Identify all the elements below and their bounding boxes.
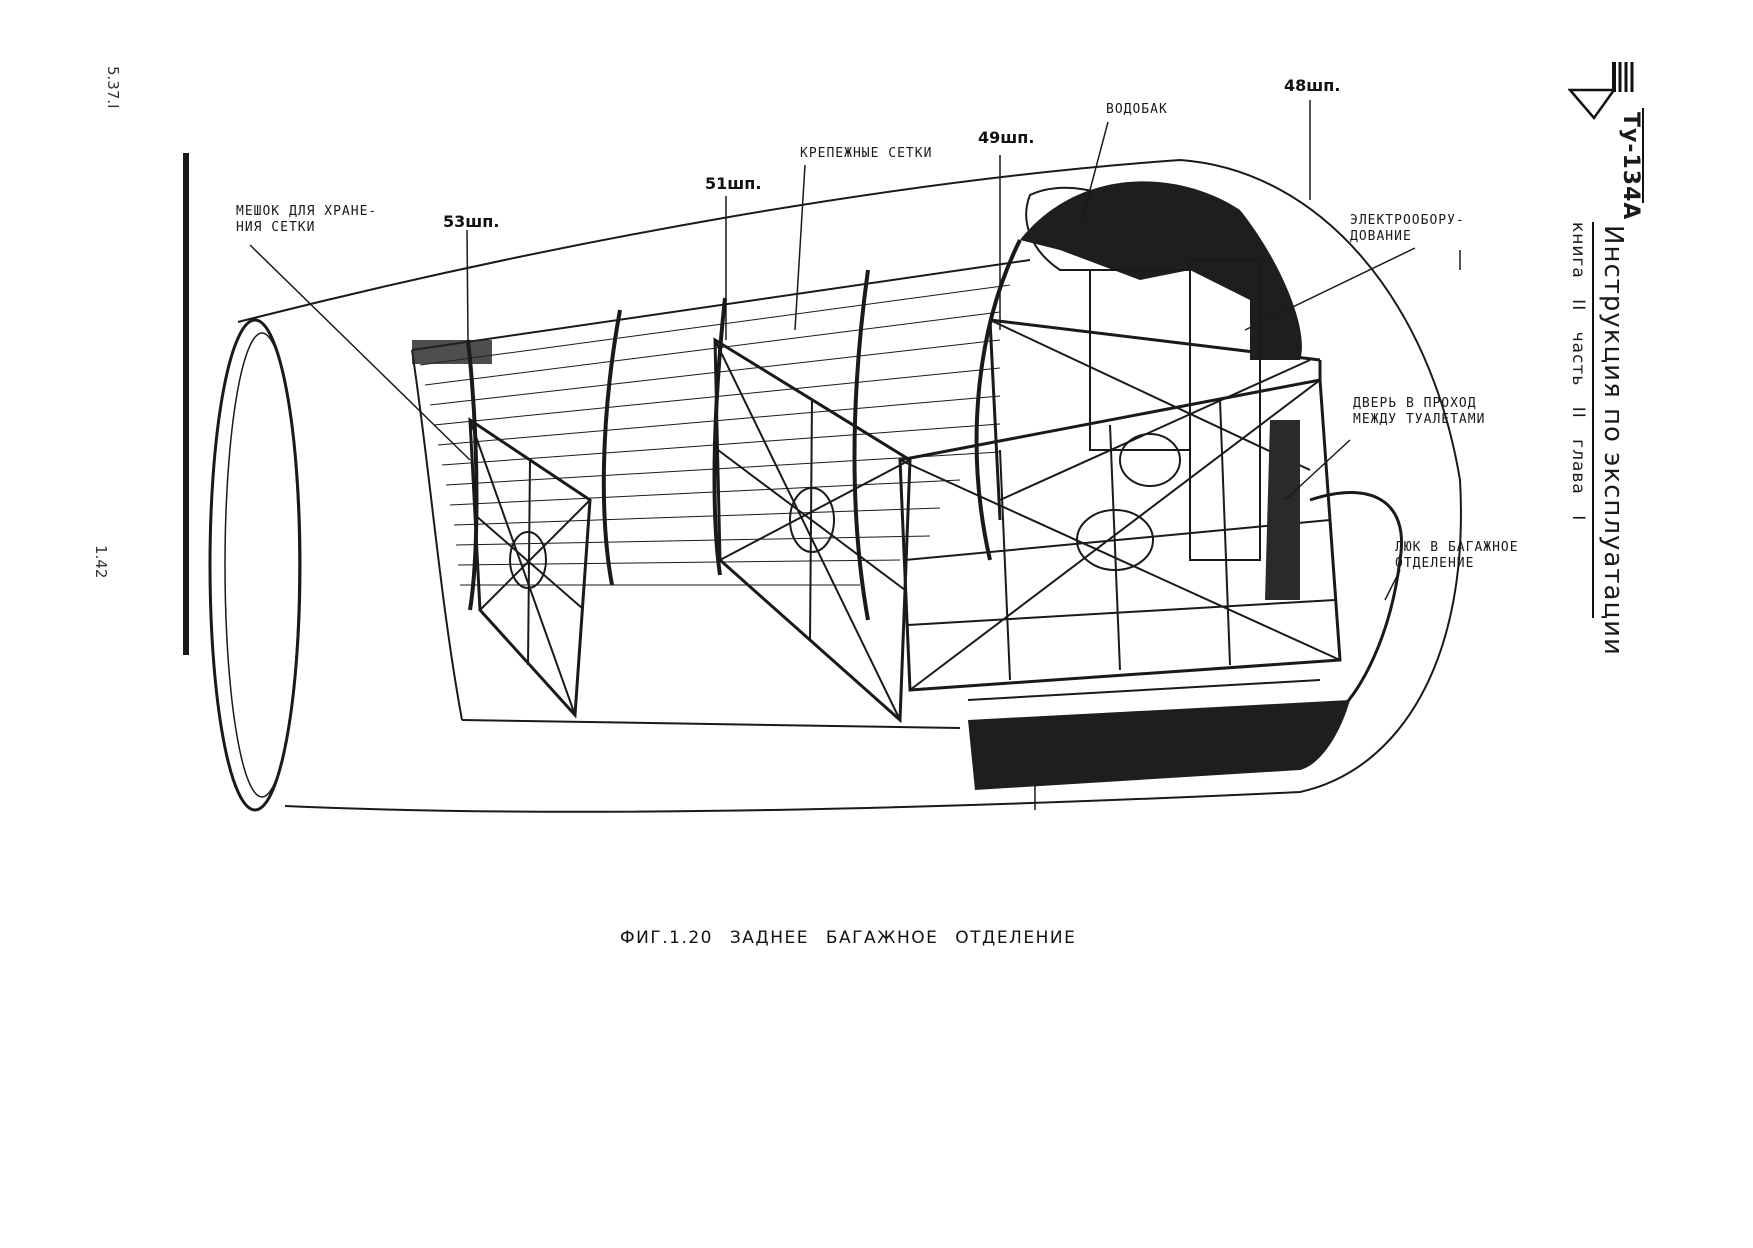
label-hatch: ЛЮК В БАГАЖНОЕ ОТДЕЛЕНИЕ <box>1395 540 1519 571</box>
baggage-hatch <box>967 491 1403 790</box>
net-panel-door <box>898 318 1342 692</box>
label-frame-49: 49шп. <box>978 128 1035 147</box>
net-panel-51 <box>713 337 912 724</box>
leader-lines <box>249 100 1461 810</box>
figure-caption: ФИГ.1.20 ЗАДНЕЕ БАГАЖНОЕ ОТДЕЛЕНИЕ <box>620 928 1077 948</box>
label-frame-51: 51шп. <box>705 174 762 193</box>
label-door: ДВЕРЬ В ПРОХОД МЕЖДУ ТУАЛЕТАМИ <box>1353 396 1486 427</box>
net-panel-53 <box>468 417 592 719</box>
label-fastening-nets: КРЕПЕЖНЫЕ СЕТКИ <box>800 146 933 161</box>
label-water-tank: ВОДОБАК <box>1106 102 1168 117</box>
model-rule <box>1642 108 1644 203</box>
label-frame-48: 48шп. <box>1284 76 1341 95</box>
label-net-bag: МЕШОК ДЛЯ ХРАНЕ- НИЯ СЕТКИ <box>236 204 378 235</box>
margin-bar <box>183 153 189 655</box>
label-frame-53: 53шп. <box>443 212 500 231</box>
label-electrical: ЭЛЕКТРООБОРУ- ДОВАНИЕ <box>1350 213 1465 244</box>
title-rule <box>1592 222 1594 618</box>
manual-logo <box>1567 58 1638 124</box>
